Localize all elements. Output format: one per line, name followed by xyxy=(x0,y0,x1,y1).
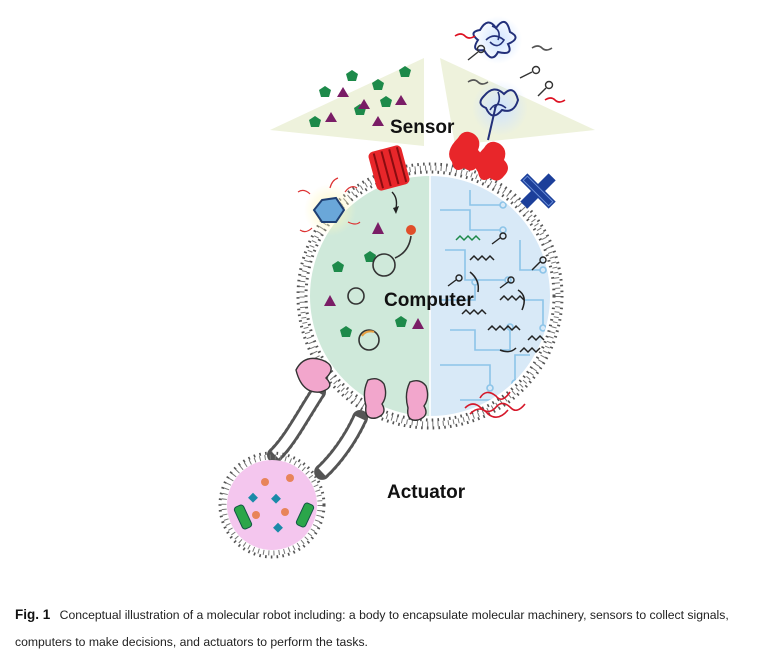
sensor-label: Sensor xyxy=(390,117,455,138)
virus-particle-icon xyxy=(297,177,361,236)
kinesin-motor-icon xyxy=(295,357,429,421)
molecular-robot-diagram: Sensor Computer Actuator xyxy=(218,16,595,559)
signal-molecules-left xyxy=(309,66,411,127)
hairpin-icons xyxy=(447,232,547,289)
dna-origami-cross-icon xyxy=(520,173,556,209)
nucleic-acid-cluster xyxy=(454,16,566,136)
gramicidin-actuator-icon xyxy=(233,502,315,530)
dna-strand-icons xyxy=(455,234,545,354)
computer-molecules xyxy=(324,222,424,351)
vesicle-cargo xyxy=(248,474,294,533)
computer-label: Computer xyxy=(384,290,474,311)
actuator-label: Actuator xyxy=(387,482,466,503)
receptor-protein-icon xyxy=(449,104,508,181)
caption-text: Conceptual illustration of a molecular r… xyxy=(15,608,729,649)
membrane-outer xyxy=(296,162,564,430)
channel-protein-icon xyxy=(368,145,410,214)
sensor-cone-left xyxy=(270,58,424,146)
figure-caption: Fig. 1 Conceptual illustration of a mole… xyxy=(15,601,770,656)
actuator-output-icon xyxy=(464,391,526,418)
figure-number: Fig. 1 xyxy=(15,607,51,622)
